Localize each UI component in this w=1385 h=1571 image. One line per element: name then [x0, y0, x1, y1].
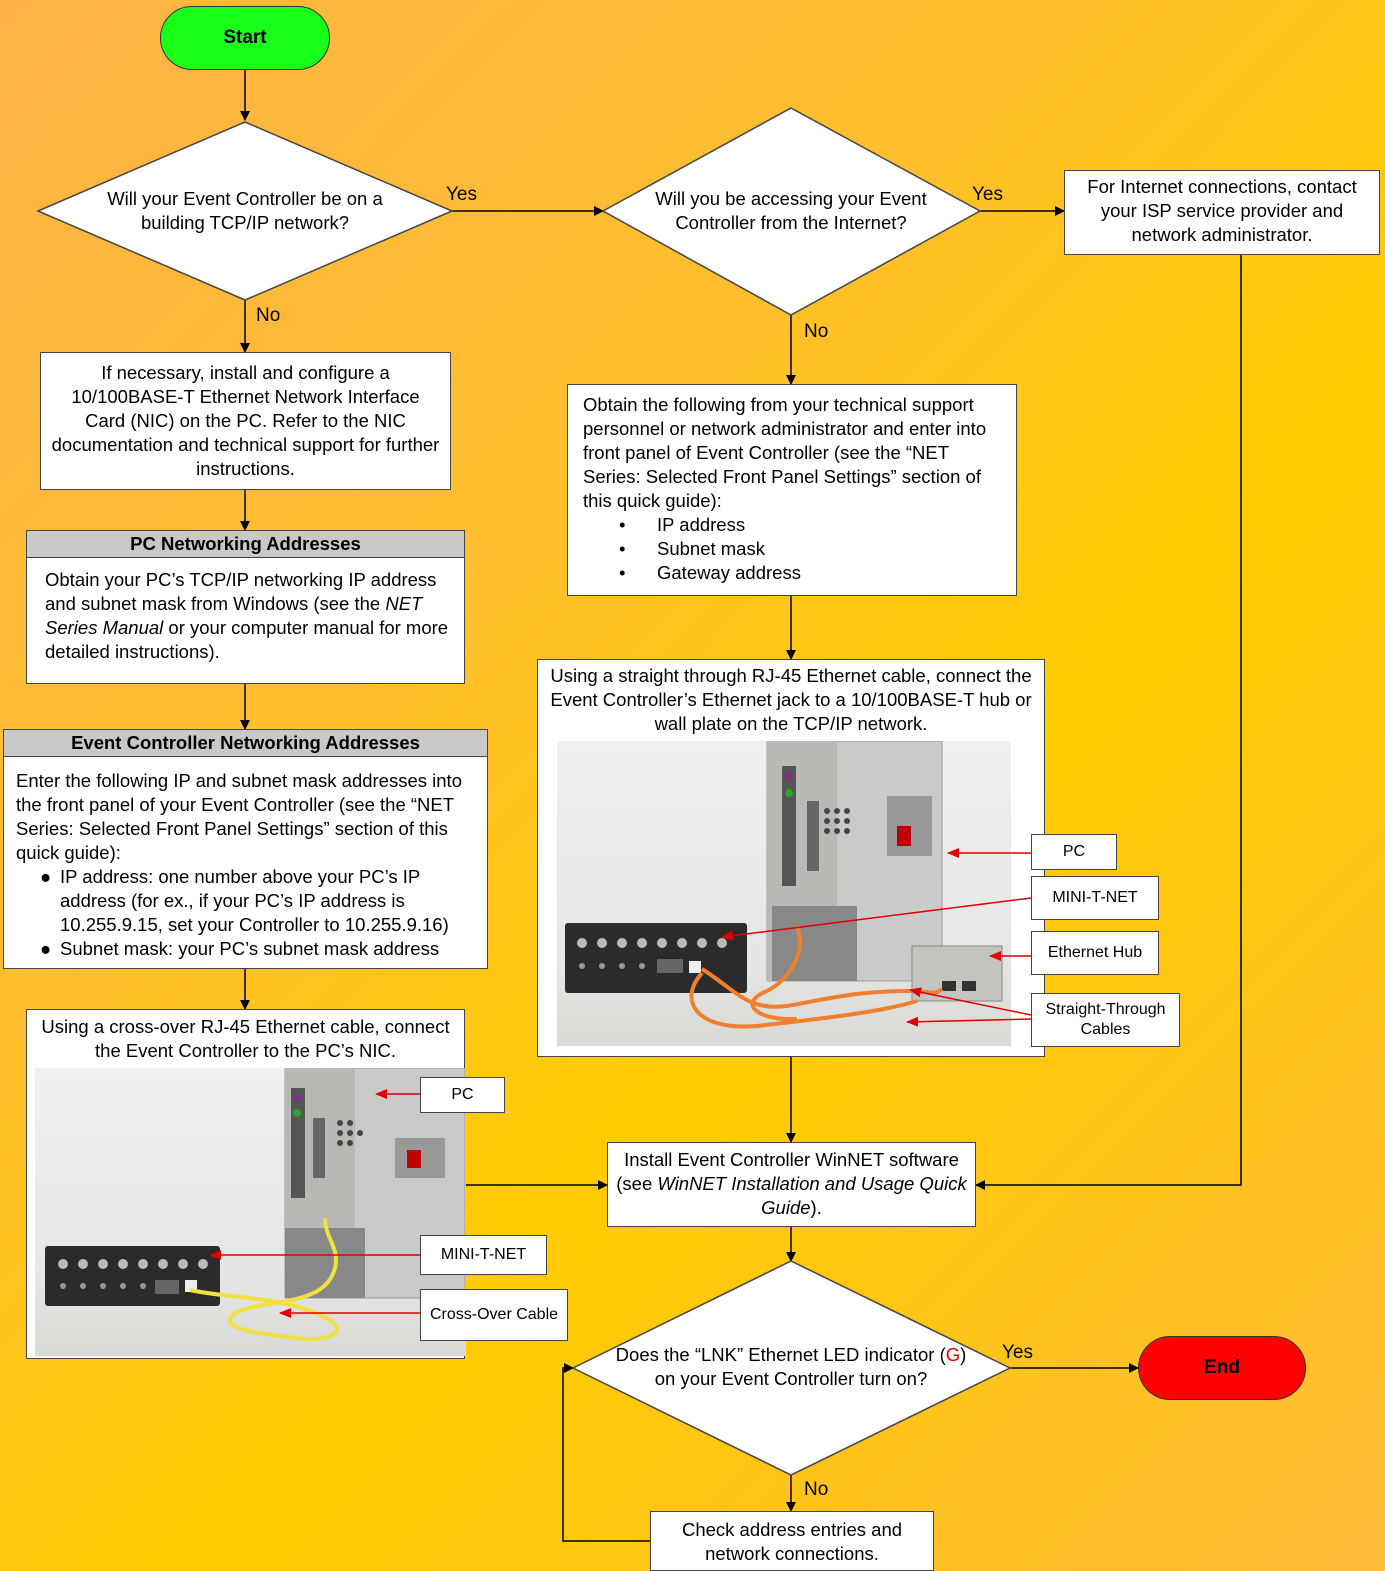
end-terminal: End — [1138, 1336, 1306, 1400]
crossover-photo — [35, 1068, 466, 1356]
straight-callout-pc: PC — [1031, 834, 1117, 870]
install-winnet-box: Install Event Controller WinNET software… — [607, 1142, 976, 1227]
nic-install-box: If necessary, install and configure a 10… — [40, 352, 451, 490]
decision-lnk-led: Does the “LNK” Ethernet LED indicator (G… — [615, 1344, 967, 1389]
crossover-cable-text: Using a cross-over RJ-45 Ethernet cable,… — [41, 1016, 450, 1061]
obtain-settings-intro: Obtain the following from your technical… — [583, 394, 987, 511]
isp-contact-box: For Internet connections, contact your I… — [1064, 170, 1380, 255]
pc-networking-addresses-box: PC Networking Addresses Obtain your PC’s… — [26, 530, 465, 684]
edge-check-loop — [562, 1363, 650, 1542]
decision-building-network: Will your Event Controller be on a build… — [107, 188, 383, 233]
decision-internet-access-shape — [601, 107, 982, 316]
pc-networking-addresses-title: PC Networking Addresses — [27, 531, 464, 558]
straight-callout-minitnet: MINI-T-NET — [1031, 876, 1159, 920]
pc-networking-addresses-text: Obtain your PC’s TCP/IP networking IP ad… — [45, 569, 449, 662]
label-yes-d3: Yes — [1002, 1342, 1033, 1363]
straight-callout-hub: Ethernet Hub — [1031, 931, 1159, 975]
crossover-callout-pc: PC — [420, 1077, 505, 1113]
ec-networking-intro: Enter the following IP and subnet mask a… — [16, 770, 462, 863]
crossover-callout-cable: Cross-Over Cable — [420, 1289, 568, 1341]
obtain-settings-box: Obtain the following from your technical… — [567, 384, 1017, 596]
start-terminal: Start — [160, 6, 330, 70]
obtain-bullet-gateway: •Gateway address — [619, 562, 801, 583]
ec-networking-addresses-title: Event Controller Networking Addresses — [4, 730, 487, 757]
led-letter: G — [945, 1344, 961, 1365]
decision-building-network-shape — [36, 121, 454, 301]
edge-isp-to-install — [975, 255, 1242, 1190]
label-no-d3: No — [804, 1479, 829, 1500]
label-yes-d1: Yes — [446, 184, 477, 205]
straight-cable-text: Using a straight through RJ-45 Ethernet … — [550, 665, 1032, 734]
label-no-d2: No — [804, 321, 829, 342]
crossover-callout-minitnet: MINI-T-NET — [420, 1235, 547, 1275]
obtain-bullet-subnet: •Subnet mask — [619, 538, 765, 559]
ec-bullet-subnet: ●Subnet mask: your PC’s subnet mask addr… — [40, 938, 440, 959]
check-connections-box: Check address entries and network connec… — [650, 1511, 934, 1571]
ec-networking-addresses-box: Event Controller Networking Addresses En… — [3, 729, 488, 969]
decision-internet-access: Will you be accessing your Event Control… — [655, 188, 927, 233]
decision-lnk-led-shape — [571, 1260, 1012, 1476]
label-yes-d2: Yes — [972, 184, 1003, 205]
straight-callout-cables: Straight-Through Cables — [1031, 993, 1180, 1047]
label-no-d1: No — [256, 305, 281, 326]
obtain-bullet-ip: •IP address — [619, 514, 746, 535]
ec-bullet-ip: ●IP address: one number above your PC’s … — [40, 866, 449, 935]
